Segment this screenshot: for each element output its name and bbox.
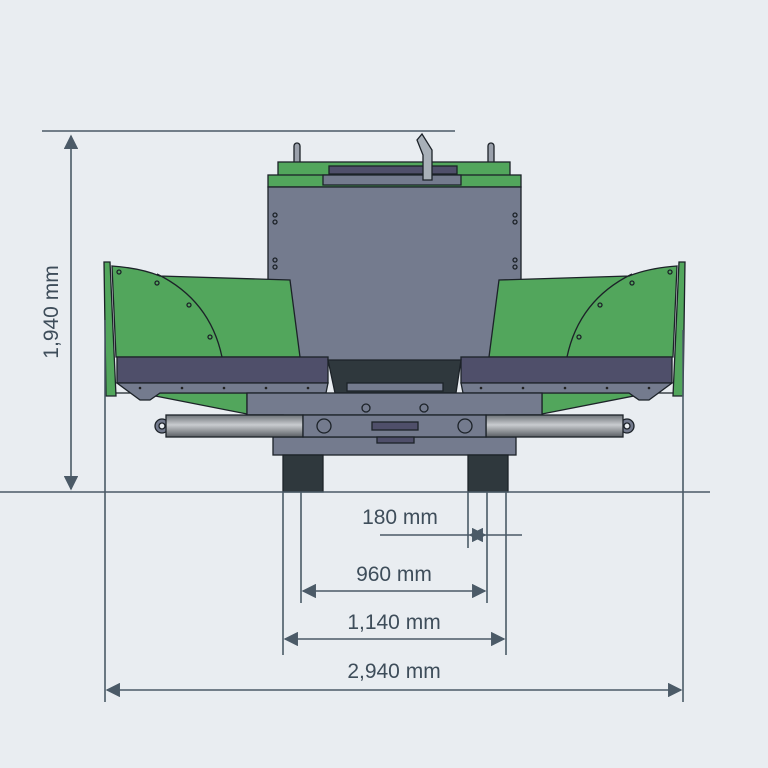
track-inner-label: 960 mm xyxy=(356,563,432,586)
body-bolts xyxy=(272,212,518,270)
track-right xyxy=(467,454,509,493)
hopper-wing-left xyxy=(103,261,329,415)
track-outer-label: 1,140 mm xyxy=(347,611,440,634)
track-left xyxy=(282,454,324,493)
track-gap-label: 180 mm xyxy=(362,506,438,529)
exhaust-pipe xyxy=(416,132,433,181)
push-roller-cylinders xyxy=(154,403,635,444)
chassis-frame xyxy=(246,392,543,416)
top-grille xyxy=(328,165,458,175)
engine-body xyxy=(267,186,522,363)
dimension-lines xyxy=(0,130,710,702)
paver-machine xyxy=(103,132,686,493)
total-width-label: 2,940 mm xyxy=(347,660,440,683)
height-label: 1,940 mm xyxy=(40,265,63,358)
